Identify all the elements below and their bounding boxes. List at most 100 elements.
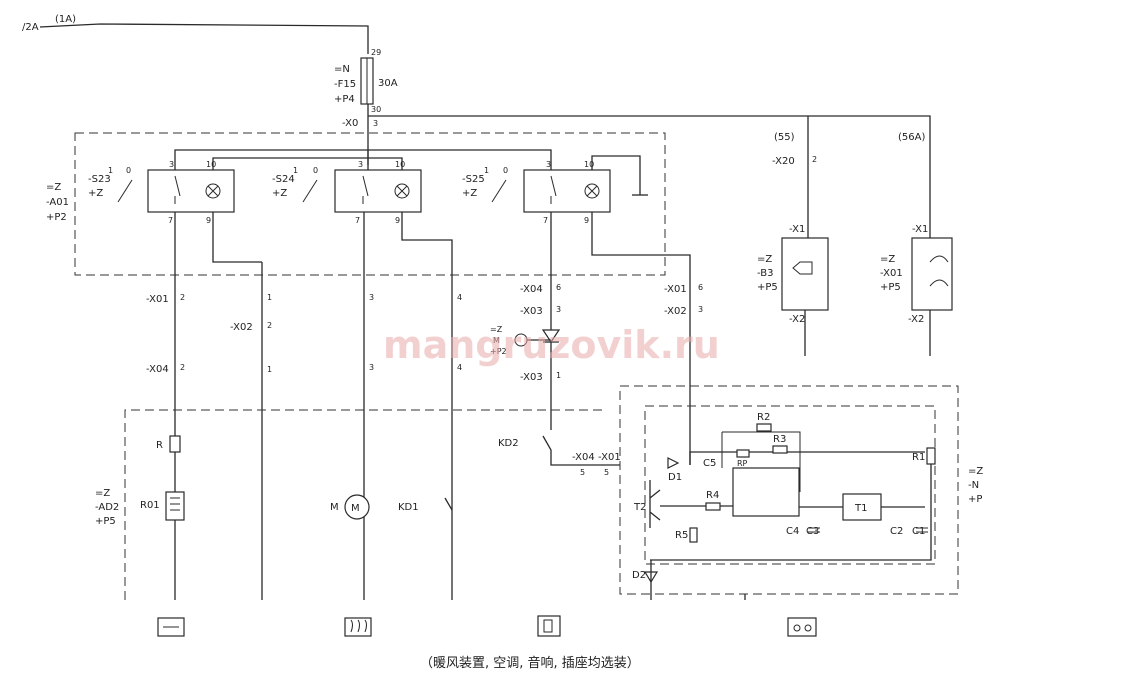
ctrl-return-wire <box>650 464 932 561</box>
d1-diode-icon <box>667 457 680 469</box>
c5-label: C5 <box>703 458 716 469</box>
c1b-pin: 2 <box>180 363 185 372</box>
caption: （暖风装置, 空调, 音响, 插座均选装） <box>420 655 640 671</box>
s24-pos0: 0 <box>313 166 318 175</box>
panel-supply-wire <box>174 149 552 170</box>
s24-pin-b: 10 <box>395 160 405 169</box>
s23-name: -S23 <box>88 174 111 185</box>
b3-bottom: -X2 <box>789 314 805 325</box>
feedback-wire <box>721 431 801 492</box>
s24-pin-d: 9 <box>395 216 400 225</box>
switch-panel-box <box>74 132 666 276</box>
c3-pin2: 3 <box>369 363 374 372</box>
b3-conn-pin: 2 <box>812 155 817 164</box>
s24-lamp-out <box>401 212 453 600</box>
s23-pin-d: 9 <box>206 216 211 225</box>
c2-pin2: 2 <box>267 321 272 330</box>
diode-icon <box>541 329 561 344</box>
control-inner-box <box>644 405 936 565</box>
audio-symbol-icon <box>537 615 561 637</box>
x01dev-plant: =Z <box>880 254 895 265</box>
s25-pin-b: 10 <box>584 160 594 169</box>
ref-1a: (1A) <box>55 14 76 25</box>
s23-pos1: 1 <box>108 166 113 175</box>
d1-label: D1 <box>668 472 682 483</box>
c4-pin2: 4 <box>457 363 462 372</box>
r4-label: R4 <box>706 490 719 501</box>
c1a-label: -X01 <box>146 294 169 305</box>
m1-name: M <box>493 336 500 345</box>
c7a-pin: 5 <box>580 468 585 477</box>
fuse-name: -F15 <box>334 79 356 90</box>
b3-loc: +P5 <box>757 282 778 293</box>
s25-pin-a: 3 <box>546 160 551 169</box>
motor-symbol: M <box>351 503 360 514</box>
fuse-connector: -X0 <box>342 118 358 129</box>
motor-icon <box>344 494 370 520</box>
t2-label: T2 <box>633 502 646 513</box>
c5a-pin: 6 <box>556 283 561 292</box>
s25-pin-c: 7 <box>543 216 548 225</box>
c5b-pin: 3 <box>556 305 561 314</box>
t1-label: T1 <box>854 503 867 514</box>
s23-contact <box>174 175 181 204</box>
s23-lever <box>117 179 133 203</box>
switch-s23: -S23 +Z 1 0 3 10 7 9 <box>88 160 235 225</box>
c2-pin3: 1 <box>267 365 272 374</box>
s25-pos1: 1 <box>484 166 489 175</box>
s23-pin-c: 7 <box>168 216 173 225</box>
x01dev-loc: +P5 <box>880 282 901 293</box>
s24-loc: +Z <box>272 188 287 199</box>
s24-lamp-icon <box>394 183 410 199</box>
r1-resistor <box>926 447 936 465</box>
b3-name: -B3 <box>757 268 773 279</box>
panel-name: -A01 <box>46 197 69 208</box>
fuse-pin-in: 29 <box>371 48 381 57</box>
t2-transistor-icon <box>649 480 661 528</box>
rp-label: RP <box>737 459 748 468</box>
kd2-label: KD2 <box>498 438 519 449</box>
c4-pin1: 4 <box>457 293 462 302</box>
c1-label: C1 <box>912 526 925 537</box>
lower-box <box>124 409 605 600</box>
d2-label: D2 <box>632 570 646 581</box>
ctrl-supply-wire <box>689 451 925 465</box>
s25-body <box>523 169 611 213</box>
s25-pos0: 0 <box>503 166 508 175</box>
s23-pos0: 0 <box>126 166 131 175</box>
c2-label: C2 <box>890 526 903 537</box>
heater-name: -AD2 <box>95 502 119 513</box>
control-unit-box <box>619 385 959 595</box>
ctrl-plant: =Z <box>968 466 983 477</box>
r4-resistor <box>705 502 721 511</box>
c7b-label: -X01 <box>598 452 621 463</box>
s23-lamp-icon <box>205 183 221 199</box>
c1a-pin: 2 <box>180 293 185 302</box>
s23-pin-b: 10 <box>206 160 216 169</box>
c6b-pin: 3 <box>698 305 703 314</box>
s24-contact <box>362 175 369 204</box>
ctrl-loc: +P <box>968 494 982 505</box>
c5c-label: -X03 <box>520 372 543 383</box>
r2-resistor <box>756 423 772 432</box>
s23-loc: +Z <box>88 188 103 199</box>
ctrl-name: -N <box>968 480 979 491</box>
s25-contact <box>550 175 557 204</box>
motor-label: M <box>330 502 339 513</box>
r5-label: R5 <box>675 530 688 541</box>
b3-plant: =Z <box>757 254 772 265</box>
s24-pin-a: 3 <box>358 160 363 169</box>
lamp-link-wire-1 <box>212 157 403 170</box>
kd1-label: KD1 <box>398 502 419 513</box>
x01dev-name: -X01 <box>880 268 903 279</box>
bus-right-wire <box>368 115 931 238</box>
switch-s24: -S24 +Z 1 0 3 10 7 9 <box>272 160 422 225</box>
c1b-label: -X04 <box>146 364 169 375</box>
heater-element <box>165 491 185 521</box>
c5a-label: -X04 <box>520 284 543 295</box>
s25-name: -S25 <box>462 174 485 185</box>
s25-lever <box>491 179 507 203</box>
heater-r: R <box>156 440 163 451</box>
